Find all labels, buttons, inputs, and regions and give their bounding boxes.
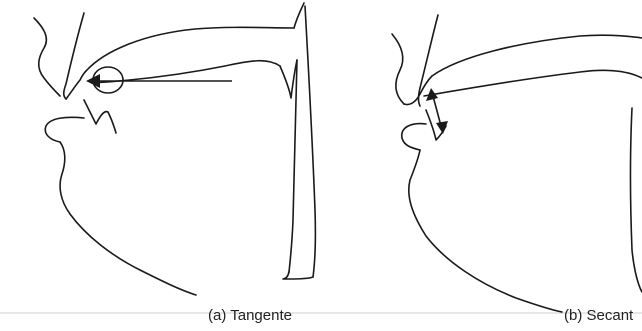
panel-a-lower-lip [45,117,84,142]
panel-a-nose [34,18,60,96]
panel-b-tongue-dorsum [424,70,642,96]
panel-a-velum-notch [294,3,304,28]
panel-a-chin [60,142,196,295]
panel-b-secant-arrow [426,88,448,134]
panel-b-nose [392,34,404,104]
panel-a-tangente [34,3,315,295]
panel-b-secant [392,15,642,312]
panel-b-pharynx-wall [631,108,642,292]
panel-a-uvula [280,60,297,98]
panel-a-pharynx-wall [305,6,315,277]
panel-a-pharynx-base [283,272,313,279]
panel-a-palate [86,27,294,71]
panel-b-arrowhead-bottom [436,121,448,134]
panel-b-lower-lip [402,124,426,150]
panel-a-upper-incisor [66,71,86,99]
panel-a-tongue-tip [84,100,116,133]
panel-b-caption: (b) Secant [564,307,633,324]
panel-a-nasal-arch [64,13,84,99]
panel-b-chin [409,150,562,312]
panel-a-caption: (a) Tangente [208,307,292,324]
